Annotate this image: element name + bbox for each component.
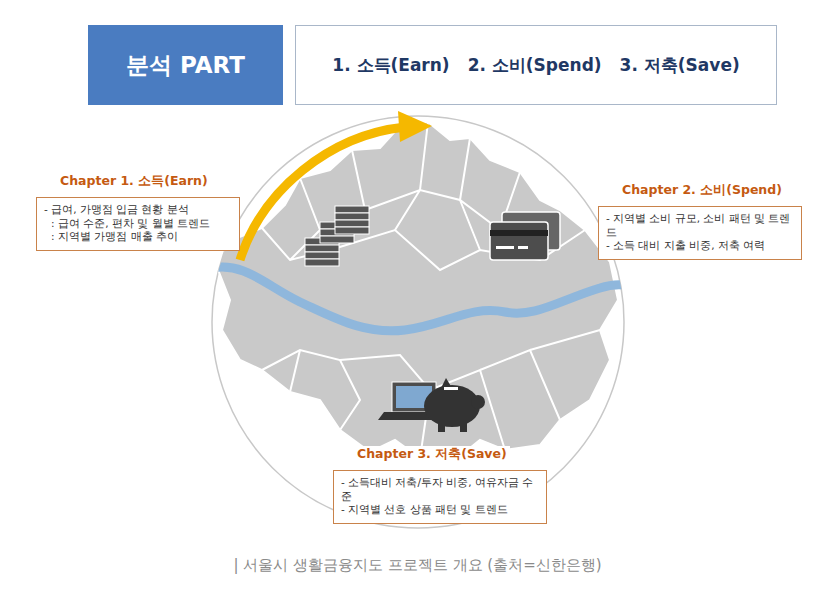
chapter-item: - 소득 대비 지출 비중, 저축 여력 — [606, 239, 794, 253]
chapter-heading: Chapter 1. 소득(Earn) — [57, 173, 211, 190]
chapter-heading: Chapter 3. 저축(Save) — [354, 446, 510, 463]
part-label: 2. 소비(Spend) — [468, 54, 602, 77]
part-title-box: 분석 PART — [88, 25, 283, 105]
chapter-item: - 소득대비 저축/투자 비중, 여유자금 수준 — [341, 476, 539, 503]
chapter-item: - 지역별 선호 상품 패턴 및 트렌드 — [341, 503, 539, 517]
chapter-box: Chapter 3. 저축(Save)- 소득대비 저축/투자 비중, 여유자금… — [333, 470, 547, 524]
chapter-item: : 지역별 가맹점 매출 추이 — [44, 230, 232, 244]
figure-caption: | 서울시 생활금융지도 프로젝트 개요 (출처=신한은행) — [0, 556, 835, 575]
chapter-heading: Chapter 2. 소비(Spend) — [619, 182, 785, 199]
part-label: 3. 저축(Save) — [620, 54, 740, 77]
chapter-item: - 급여, 가맹점 입금 현황 분석 — [44, 203, 232, 217]
chapter-box: Chapter 1. 소득(Earn)- 급여, 가맹점 입금 현황 분석: 급… — [36, 197, 240, 251]
part-list-box: 1. 소득(Earn) 2. 소비(Spend) 3. 저축(Save) — [295, 25, 777, 105]
chapter-item: : 급여 수준, 편차 및 월별 트렌드 — [44, 217, 232, 231]
part-label: 분석 PART — [126, 50, 245, 81]
chapter-box: Chapter 2. 소비(Spend)- 지역별 소비 규모, 소비 패턴 및… — [598, 206, 802, 260]
chapter-item: - 지역별 소비 규모, 소비 패턴 및 트렌드 — [606, 212, 794, 239]
part-label: 1. 소득(Earn) — [332, 54, 449, 77]
